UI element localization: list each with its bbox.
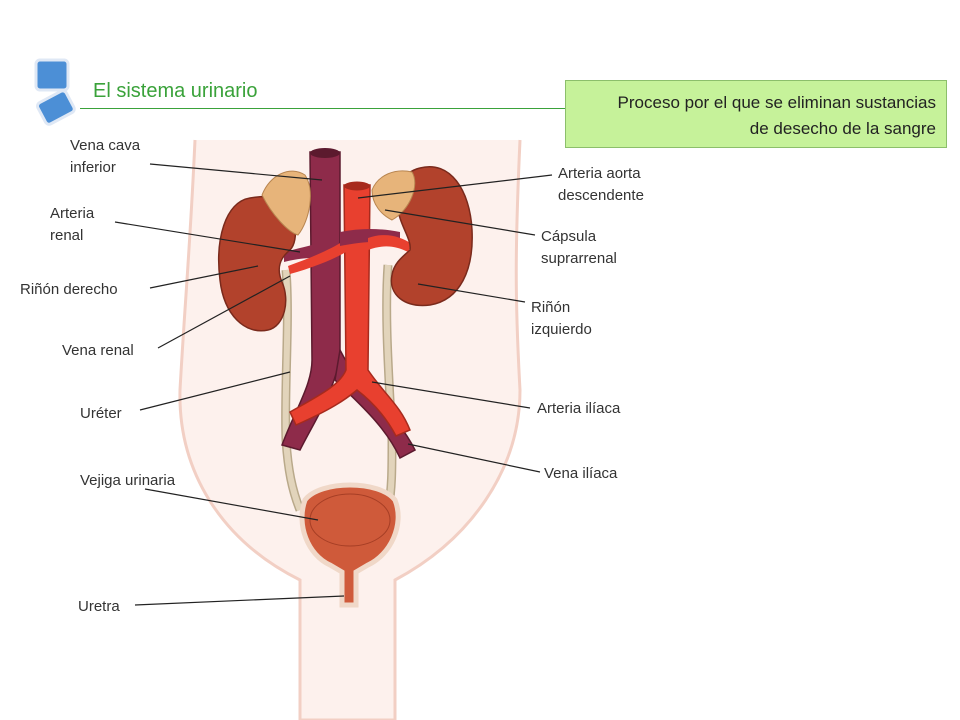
label-arteria-aorta: Arteria aorta descendente — [558, 163, 644, 207]
label-arteria-renal-line-2: renal — [50, 227, 84, 244]
aorta-top — [344, 181, 370, 191]
label-rinon-izquierdo-line-2: izquierdo — [531, 321, 592, 338]
leader-lines — [114, 163, 553, 606]
label-ureter: Uréter — [80, 405, 122, 422]
bladder — [299, 482, 401, 608]
label-rinon-izquierdo: Riñón izquierdo — [531, 297, 592, 341]
vena-cava-top — [310, 148, 340, 158]
leader-vena-renal — [157, 275, 291, 349]
slide-icon — [34, 58, 76, 126]
label-vejiga: Vejiga urinaria — [80, 472, 176, 489]
leader-vena-cava — [149, 163, 323, 181]
label-uretra: Uretra — [78, 598, 120, 615]
right-adrenal — [261, 170, 311, 236]
leader-rinon-derecho — [149, 265, 259, 289]
label-arteria-iliaca: Arteria ilíaca — [537, 400, 621, 417]
left-adrenal — [371, 170, 416, 221]
right-renal-artery — [288, 240, 346, 274]
label-vena-iliaca: Vena ilíaca — [544, 465, 618, 482]
definition-line-2: de desecho de la sangre — [749, 119, 936, 138]
label-arteria-renal-line-1: Arteria — [50, 205, 95, 222]
label-capsula-line-1: Cápsula — [541, 228, 597, 245]
left-renal-artery — [368, 235, 412, 252]
label-rinon-derecho: Riñón derecho — [20, 281, 118, 298]
leader-arteria-iliaca — [371, 381, 531, 409]
leader-arteria-renal — [114, 221, 301, 253]
label-vena-cava: Vena cava inferior — [70, 135, 140, 179]
label-arteria-renal: Arteria renal — [50, 203, 94, 247]
definition-line-1: Proceso por el que se eliminan sustancia… — [617, 93, 936, 112]
label-vena-cava-line-1: Vena cava — [70, 137, 141, 154]
title-underline — [80, 108, 566, 109]
leader-vena-iliaca — [407, 443, 541, 473]
label-vena-renal: Vena renal — [62, 342, 134, 359]
right-ureter-fill — [282, 269, 303, 512]
leader-rinon-izquierdo — [417, 283, 526, 303]
leader-uretra — [134, 595, 345, 606]
label-vena-cava-line-2: inferior — [70, 159, 116, 176]
label-arteria-aorta-line-2: descendente — [558, 187, 644, 204]
label-capsula-line-2: suprarrenal — [541, 250, 617, 267]
page-title: El sistema urinario — [93, 80, 258, 102]
label-arteria-aorta-line-1: Arteria aorta — [558, 165, 641, 182]
bladder-wall — [309, 493, 391, 547]
leader-arteria-aorta — [357, 174, 553, 199]
aorta — [289, 184, 411, 437]
definition-box: Proceso por el que se eliminan sustancia… — [565, 80, 947, 148]
label-rinon-izquierdo-line-1: Riñón — [531, 299, 571, 316]
leader-vejiga — [144, 488, 319, 521]
label-capsula: Cápsula suprarrenal — [541, 226, 617, 270]
leader-capsula — [384, 209, 536, 236]
leader-ureter — [139, 371, 291, 411]
right-renal-vein — [284, 245, 312, 262]
